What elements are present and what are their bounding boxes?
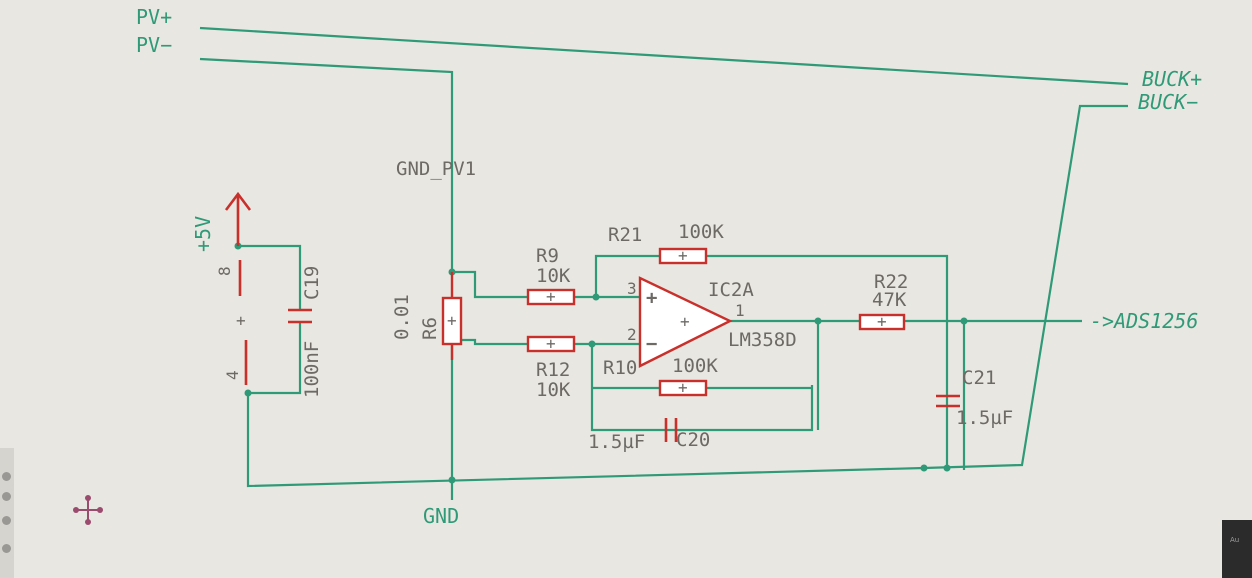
r6-value-label: 0.01 xyxy=(391,294,413,340)
wire-c19-bottom[interactable] xyxy=(248,322,302,395)
wire-r6-r12[interactable] xyxy=(452,338,528,346)
resistor-r6[interactable]: + R6 0.01 xyxy=(391,272,463,360)
r21-ref-label: R21 xyxy=(608,224,642,246)
ic-power-unit[interactable]: 8 4 + xyxy=(215,260,248,385)
supply-5v-symbol[interactable]: +5V xyxy=(191,191,252,252)
r6-plus-icon: + xyxy=(447,311,457,330)
c21-ref-label: C21 xyxy=(962,367,996,389)
cursor-dot-bottom xyxy=(85,519,91,525)
power-plus-label: + xyxy=(236,311,246,330)
opamp-pin-1-label: 1 xyxy=(735,301,745,320)
opamp-value-label: LM358D xyxy=(728,329,797,351)
opamp-plus-input-icon: + xyxy=(646,287,657,309)
cursor-dot-left xyxy=(73,507,79,513)
r12-body xyxy=(526,335,576,353)
supply-arrow-icon xyxy=(224,191,252,211)
opamp-pin-2-label: 2 xyxy=(627,325,637,344)
toolbar-button[interactable] xyxy=(2,492,11,501)
wires xyxy=(199,26,1129,500)
resistor-r9[interactable]: + R9 10K xyxy=(526,245,576,306)
resistor-r21[interactable]: + R21 100K xyxy=(608,221,724,265)
junction xyxy=(960,317,968,325)
resistor-r12[interactable]: + R12 10K xyxy=(526,334,576,401)
wire-r21-left[interactable] xyxy=(594,254,660,297)
r12-value-label: 10K xyxy=(536,379,571,401)
opamp-ic2a[interactable]: + − + 3 2 1 IC2A LM358D xyxy=(627,276,797,368)
r10-plus-icon: + xyxy=(678,378,688,397)
capacitor-c20[interactable]: 1.5µF C20 xyxy=(588,418,710,453)
wire-buck-neg-gnd[interactable] xyxy=(246,104,1128,488)
c20-ref-label: C20 xyxy=(676,429,710,451)
r21-plus-icon: + xyxy=(678,246,688,265)
toolbar-button[interactable] xyxy=(2,472,11,481)
r12-ref-label: R12 xyxy=(536,359,570,381)
r9-plus-icon: + xyxy=(546,287,556,306)
move-cursor-icon[interactable] xyxy=(73,495,103,525)
resistor-r10[interactable]: + R10 100K xyxy=(603,355,718,397)
net-pv-pos-label[interactable]: PV+ xyxy=(136,5,172,29)
cursor-dot-top xyxy=(85,495,91,501)
net-pv-neg-label[interactable]: PV− xyxy=(136,33,172,57)
net-buck-pos-label[interactable]: BUCK+ xyxy=(1142,67,1202,91)
opamp-minus-input-icon: − xyxy=(646,333,657,355)
r9-ref-label: R9 xyxy=(536,245,559,267)
junction xyxy=(943,464,951,472)
junction xyxy=(588,340,596,348)
corner-panel: Au xyxy=(1222,520,1252,578)
r22-body xyxy=(858,313,906,331)
junction xyxy=(448,476,456,484)
opamp-body xyxy=(638,276,733,368)
junction xyxy=(592,293,600,301)
c19-ref-label: C19 xyxy=(301,266,323,300)
wire-pv-neg[interactable] xyxy=(199,57,528,299)
supply-5v-label: +5V xyxy=(191,216,215,252)
opamp-center-plus-icon: + xyxy=(680,312,690,331)
c19-value-label: 100nF xyxy=(301,341,323,398)
toolbar-button[interactable] xyxy=(2,516,11,525)
r10-value-label: 100K xyxy=(672,355,718,377)
r22-plus-icon: + xyxy=(877,312,887,331)
r10-ref-label: R10 xyxy=(603,357,637,379)
net-ads1256-label[interactable]: ->ADS1256 xyxy=(1090,309,1198,333)
junction xyxy=(920,464,928,472)
r12-plus-icon: + xyxy=(546,334,556,353)
wire-r21-right[interactable] xyxy=(706,254,949,468)
resistor-r22[interactable]: + R22 47K xyxy=(858,271,908,331)
left-toolbar-strip xyxy=(0,448,14,578)
toolbar-button[interactable] xyxy=(2,544,11,553)
r6-ref-label: R6 xyxy=(419,317,441,340)
cursor-dot-right xyxy=(97,507,103,513)
r21-body xyxy=(658,247,708,265)
r22-value-label: 47K xyxy=(872,289,907,311)
net-buck-neg-label[interactable]: BUCK− xyxy=(1138,90,1198,114)
capacitor-c19[interactable]: C19 100nF xyxy=(288,266,323,398)
junction xyxy=(814,317,822,325)
r10-body xyxy=(658,379,708,397)
r9-value-label: 10K xyxy=(536,265,571,287)
corner-panel-label: Au xyxy=(1230,536,1240,544)
net-gnd-label[interactable]: GND xyxy=(423,504,459,528)
c20-value-label: 1.5µF xyxy=(588,431,645,453)
r22-ref-label: R22 xyxy=(874,271,908,293)
junction xyxy=(244,389,252,397)
c21-value-label: 1.5µF xyxy=(956,407,1013,429)
pin-8-label: 8 xyxy=(215,266,234,276)
r9-body xyxy=(526,288,576,306)
opamp-ref-label: IC2A xyxy=(708,279,754,301)
net-gnd-pv1-label[interactable]: GND_PV1 xyxy=(396,158,476,180)
wire-pv-pos[interactable] xyxy=(199,26,1129,86)
pin-4-label: 4 xyxy=(223,370,242,380)
wire-c19-top[interactable] xyxy=(238,244,302,310)
capacitor-c21[interactable]: C21 1.5µF xyxy=(936,367,1013,429)
opamp-pin-3-label: 3 xyxy=(627,279,637,298)
r21-value-label: 100K xyxy=(678,221,724,243)
